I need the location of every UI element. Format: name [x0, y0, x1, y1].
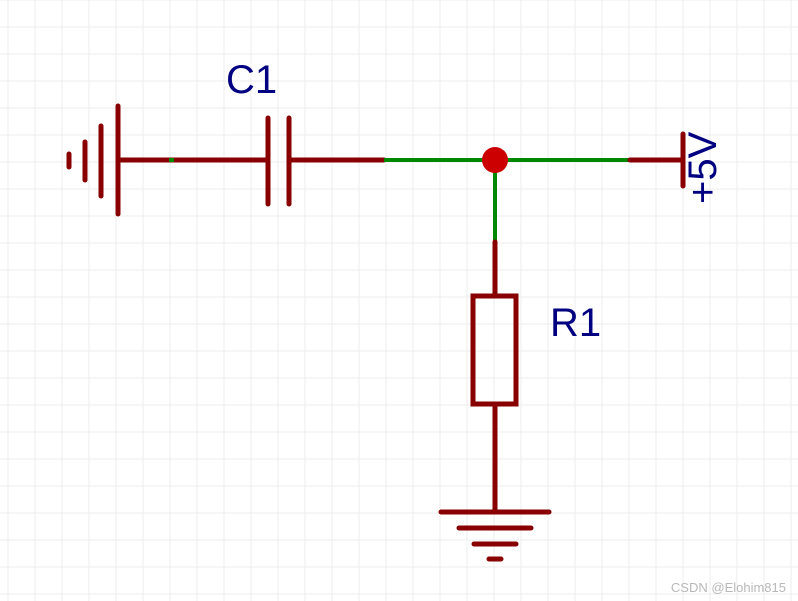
power-flag-5v[interactable]	[627, 131, 686, 189]
ground-symbol-bottom[interactable]	[438, 509, 552, 562]
junction-dot[interactable]	[482, 147, 508, 173]
ground-symbol-left[interactable]	[66, 103, 228, 217]
resistor-r1[interactable]	[470, 239, 519, 515]
power-label: +5V	[681, 131, 725, 204]
watermark-text: CSDN @Elohim815	[670, 580, 786, 595]
capacitor-label: C1	[226, 58, 278, 102]
capacitor-c1[interactable]	[222, 115, 387, 207]
resistor-label: R1	[550, 301, 602, 345]
wires[interactable]	[384, 158, 630, 242]
pin-ends	[169, 158, 497, 459]
